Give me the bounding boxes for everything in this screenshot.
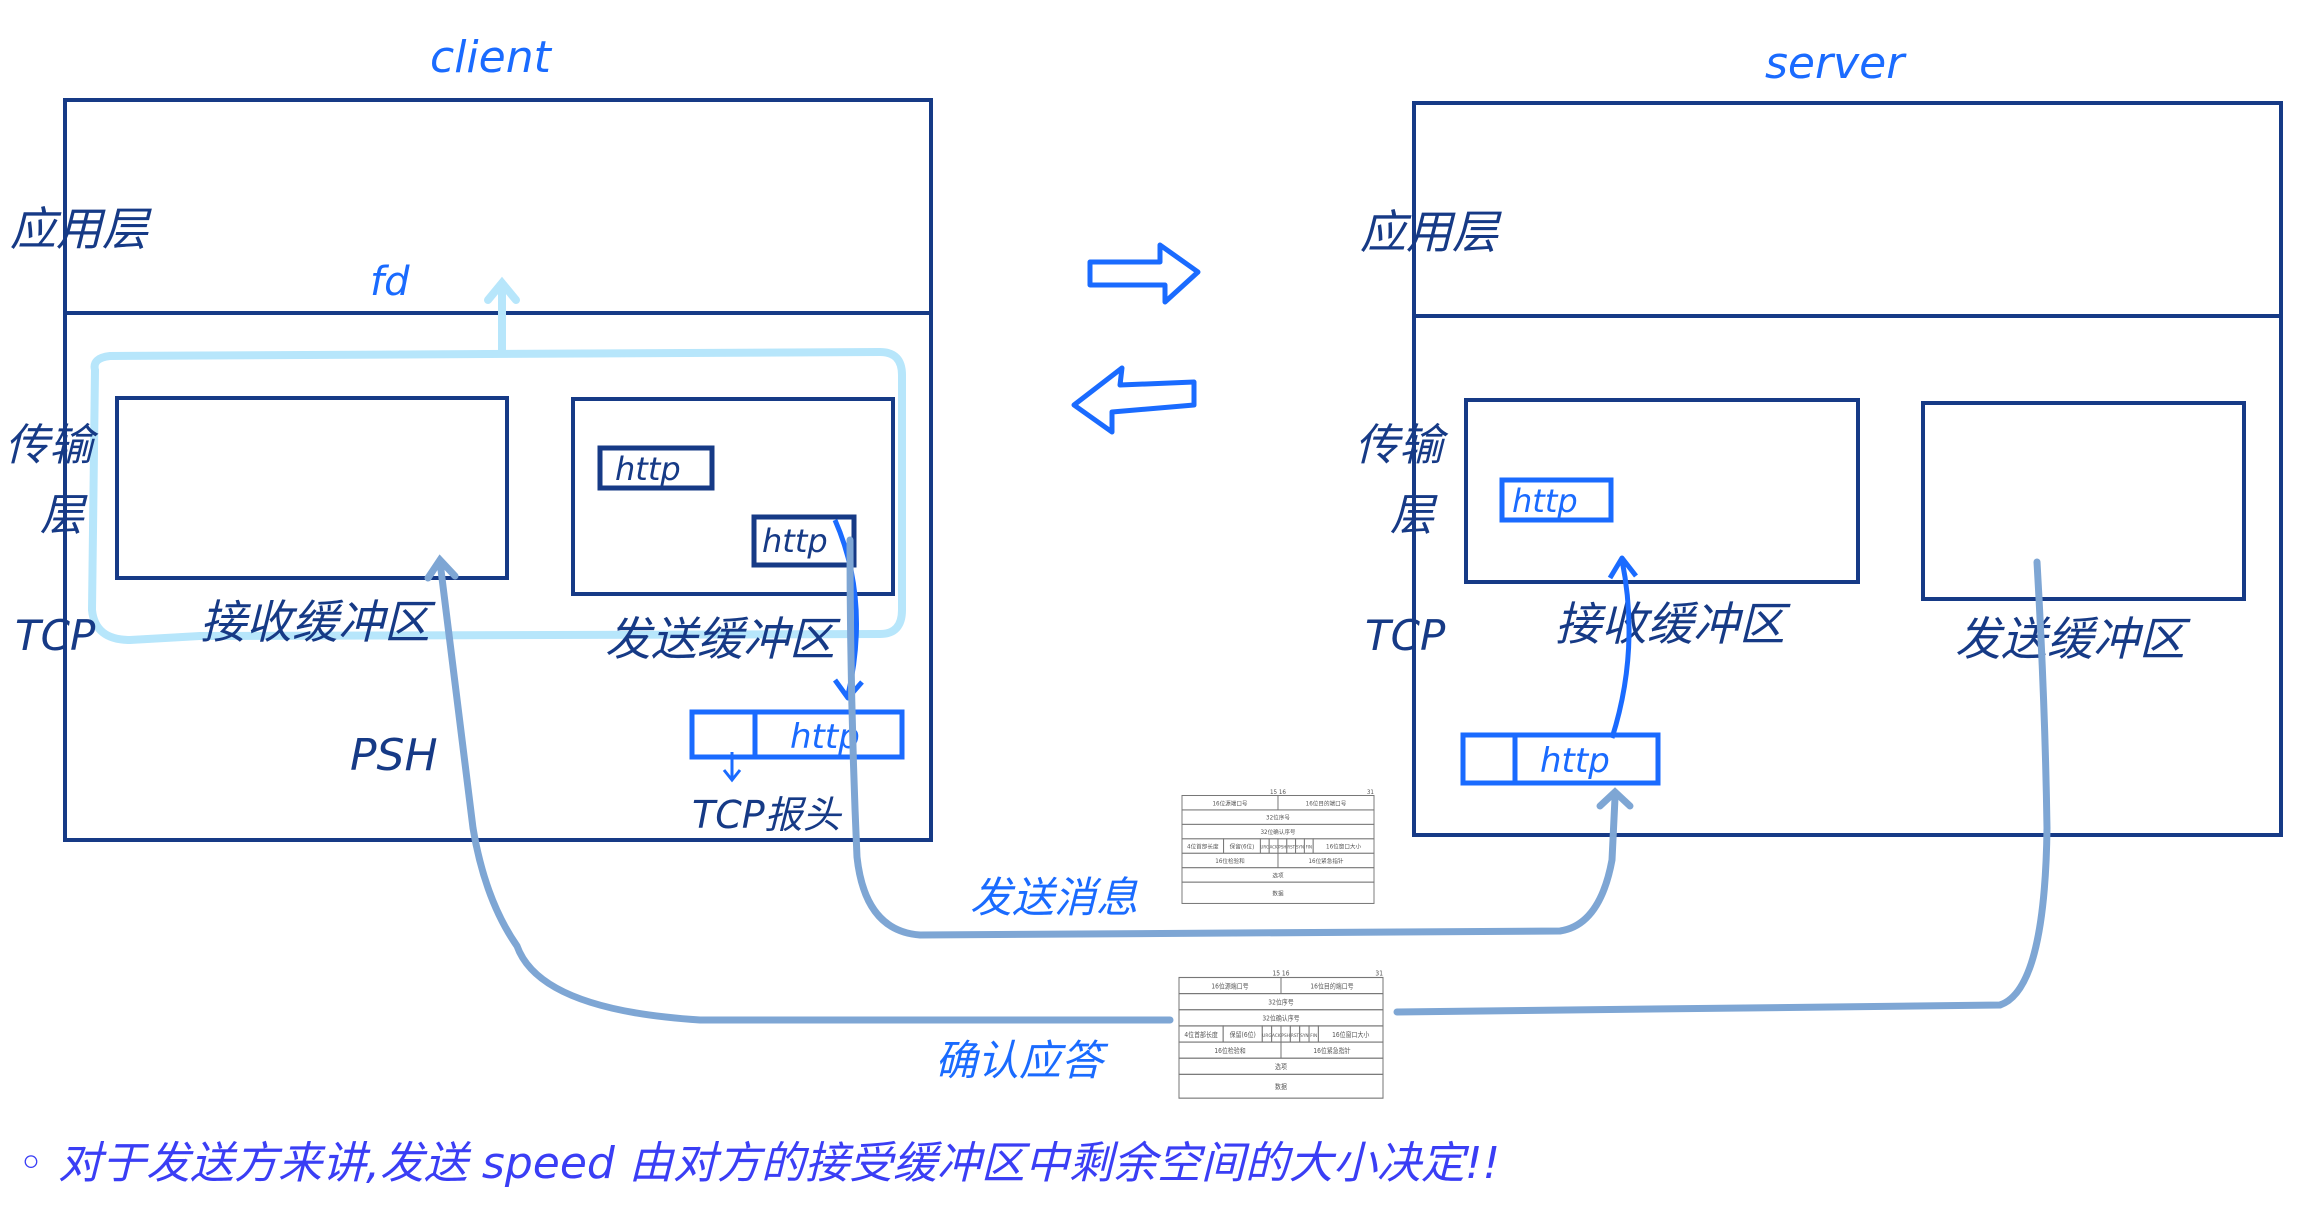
header-cell-text: SYN: [1296, 845, 1304, 850]
server-recv-buffer: [1464, 398, 1860, 584]
ack-arrowhead-icon: [424, 554, 459, 582]
http-label: http: [615, 450, 681, 488]
psh-label: PSH: [350, 730, 438, 781]
header-cell-text: ACK: [1270, 845, 1278, 850]
client-send-buffer-label: 发送缓冲区: [605, 612, 841, 666]
http-label: http: [1512, 482, 1578, 520]
send-message-flow: [846, 536, 1619, 939]
ack-flow-right: [1393, 558, 2051, 1016]
header-cell-text: 数据: [1272, 889, 1283, 897]
header-cell-text: 4位首部长度: [1184, 1029, 1218, 1038]
tcp-header-label: TCP报头: [692, 793, 843, 837]
server-transport-label-1: 传输: [1355, 420, 1449, 471]
server-tcp-label: TCP: [1365, 611, 1446, 660]
server-http-packet: [1499, 477, 1614, 523]
header-cell-text: 选项: [1275, 1062, 1288, 1071]
http-label: http: [762, 522, 828, 560]
send-message-label: 发送消息: [970, 873, 1138, 922]
header-cell-text: 选项: [1272, 871, 1283, 879]
server-host-box: [1412, 101, 2283, 837]
server-transport-label-2: 层: [1390, 490, 1438, 541]
server-tcp-segment: [1460, 732, 1661, 786]
bit-mark: 31: [1367, 790, 1374, 796]
header-cell-text: SYN: [1300, 1033, 1308, 1039]
header-cell-text: 16位检验和: [1215, 857, 1245, 865]
header-cell-text: 16位紧急指针: [1313, 1046, 1350, 1055]
server-recv-buffer-label: 接收缓冲区: [1555, 597, 1791, 651]
bottom-note: ◦ 对于发送方来讲,发送 speed 由对方的接受缓冲区中剩余空间的大小决定!!: [18, 1138, 1500, 1189]
client-recv-buffer: [115, 396, 509, 580]
header-cell-text: 数据: [1275, 1082, 1288, 1091]
client-transport-label-1: 传输: [5, 420, 99, 471]
header-cell-text: URG: [1262, 1033, 1272, 1039]
client-tcp-label: TCP: [15, 611, 96, 660]
tcp-header-figure-2: 15 16 31 16位源端口号 16位目的端口号 32位序号 32位确认序号 4位首部长度…: [1178, 970, 1384, 1099]
header-cell-text: RST: [1287, 845, 1295, 850]
header-cell-text: 保留(6位): [1230, 1029, 1256, 1038]
header-cell-text: 保留(6位): [1230, 842, 1255, 850]
tcp-header-figure-1: 15 16 31 16位源端口号 16位目的端口号 32位序号 32位确认序号 4位首部长度…: [1181, 790, 1375, 904]
header-cell-text: FIN: [1306, 845, 1312, 850]
header-cell-text: 32位序号: [1266, 814, 1290, 822]
header-cell-text: PSH: [1281, 1033, 1289, 1039]
client-title: client: [430, 32, 553, 83]
header-cell-text: 16位源端口号: [1212, 799, 1247, 807]
header-cell-text: RST: [1291, 1033, 1299, 1039]
right-arrow-icon: [1087, 242, 1201, 305]
server-send-buffer-label: 发送缓冲区: [1955, 612, 2191, 666]
header-cell-text: 32位序号: [1268, 997, 1293, 1006]
header-cell-text: 16位窗口大小: [1332, 1029, 1370, 1038]
client-http-packet-1: [597, 445, 715, 491]
header-cell-text: 16位目的端口号: [1306, 799, 1347, 807]
bit-mark: 31: [1375, 970, 1383, 977]
server-app-layer-label: 应用层: [1360, 205, 1502, 259]
send-message-arrowhead-icon: [1596, 787, 1634, 810]
client-http-packet-2: [751, 514, 857, 568]
header-cell-text: PSH: [1278, 845, 1286, 850]
ack-flow-left: [436, 558, 1174, 1024]
bit-mark: 15 16: [1270, 790, 1286, 796]
header-cell-text: 32位确认序号: [1260, 828, 1295, 836]
header-cell-text: 16位目的端口号: [1310, 981, 1353, 990]
header-cell: [1181, 881, 1375, 904]
fd-up-arrow-icon: [484, 276, 520, 356]
header-cell-text: URG: [1260, 845, 1269, 850]
left-arrow-icon: [1071, 365, 1197, 435]
header-cell-text: 16位检验和: [1214, 1046, 1245, 1055]
server-send-buffer: [1921, 401, 2246, 601]
client-transport-label-2: 层: [40, 490, 88, 541]
socket-loop: [87, 347, 906, 645]
fd-label: fd: [370, 259, 410, 305]
header-cell-text: 4位首部长度: [1187, 842, 1219, 850]
header-cell-text: 16位源端口号: [1211, 981, 1248, 990]
client-segment-payload: http: [790, 717, 860, 757]
client-app-layer-label: 应用层: [10, 202, 152, 256]
bit-mark: 15 16: [1272, 970, 1289, 977]
header-cell-text: ACK: [1272, 1033, 1282, 1039]
client-send-buffer: [571, 397, 895, 596]
header-cell-text: 32位确认序号: [1262, 1013, 1299, 1022]
header-cell-text: FIN: [1310, 1033, 1317, 1039]
header-cell-text: 16位窗口大小: [1326, 842, 1361, 850]
client-host-box: [63, 98, 933, 842]
client-recv-buffer-label: 接收缓冲区: [200, 595, 436, 649]
header-cell: [1178, 1073, 1384, 1099]
header-pointer-arrow-icon: [722, 752, 742, 783]
to-recv-buffer-arrow-icon: [1607, 555, 1638, 739]
client-tcp-segment: [689, 709, 905, 760]
header-cell-text: 16位紧急指针: [1308, 857, 1343, 865]
ack-label: 确认应答: [935, 1036, 1109, 1085]
server-title: server: [1765, 38, 1907, 89]
server-segment-payload: http: [1540, 741, 1610, 781]
